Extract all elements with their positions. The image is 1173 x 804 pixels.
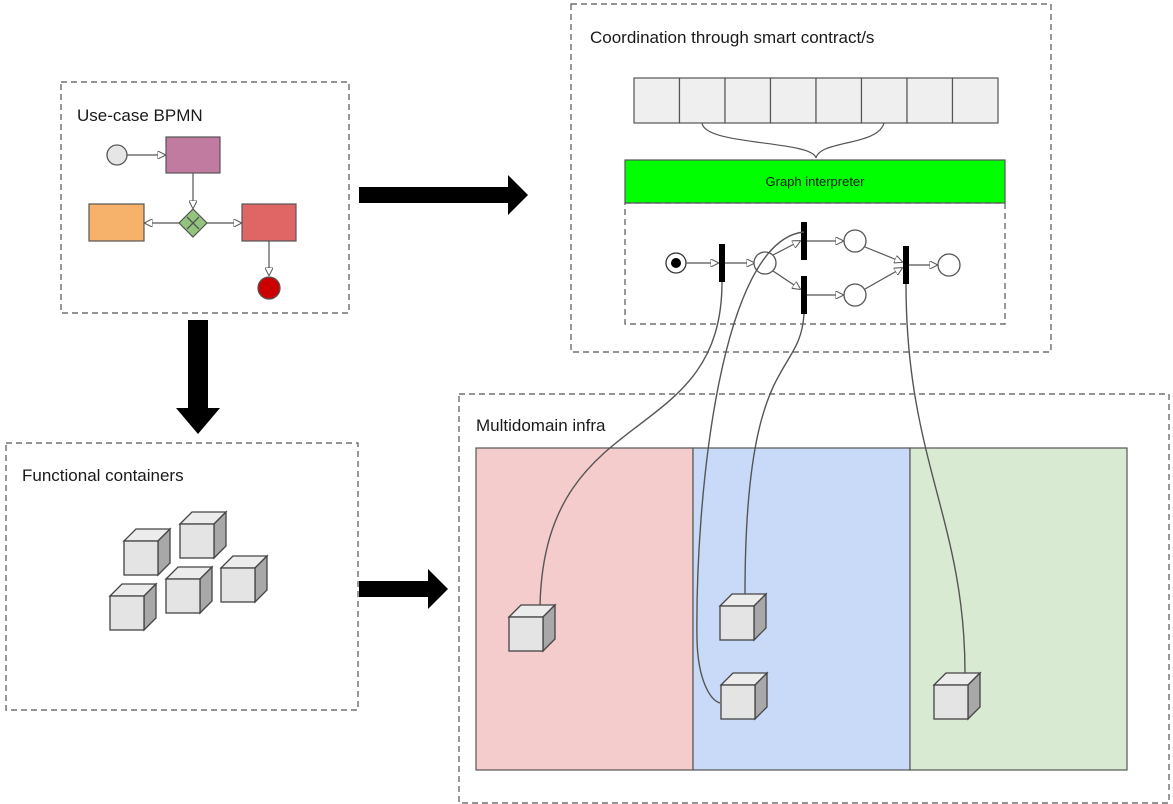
functional-title: Functional containers [22,466,184,485]
mapping-curve [539,281,723,606]
end-event [257,276,281,300]
transition-bar [719,244,725,282]
arrow-right-icon [359,175,528,215]
arc [772,270,800,289]
place [753,251,777,275]
transition-bar [903,246,909,284]
arc [864,246,902,262]
start-event [106,144,128,166]
storage-cell [633,77,681,124]
multidomain-panel-border [458,393,1170,804]
mapping-curve [744,313,805,595]
storage-cell [724,77,772,124]
task-orange [88,203,145,242]
place [937,253,961,277]
coordination-panel: Coordination through smart contract/s Gr… [570,3,1052,353]
task-red [241,203,297,242]
task-purple [165,136,221,174]
storage-cell [860,77,908,124]
mapping-curve [905,283,966,674]
cube-icon [508,604,556,652]
arc [864,268,902,290]
bpmn-panel: Use-case BPMN [60,81,350,314]
cube-icon [220,555,268,603]
arc [772,241,800,256]
cube-icon [719,593,767,641]
graph-interpreter-bar [624,159,1006,204]
petri-net [665,222,961,314]
place [843,229,867,253]
arrow-down-icon [176,320,220,434]
bpmn-panel-border [60,81,350,314]
petri-net-box [624,202,1006,325]
storage-cell [951,77,999,124]
cube-icon [933,672,981,720]
storage-cells [633,77,999,124]
transition-bar [801,276,807,314]
gateway-cross-icon [186,216,200,230]
arrow-right-icon [359,569,448,609]
coordination-title: Coordination through smart contract/s [590,28,874,47]
functional-panel-border [5,442,359,711]
domain-red [475,447,694,771]
cube-icon [720,672,768,720]
transition-bar [801,222,807,260]
multidomain-title: Multidomain infra [476,416,606,435]
cell-brace [701,122,885,159]
place [843,283,867,307]
cube-icon [109,583,157,631]
storage-cell [815,77,863,124]
mapping-links [539,231,966,704]
domain-green [909,447,1128,771]
cube-icon [179,511,227,559]
functional-panel: Functional containers [5,442,359,711]
mapping-curve [696,231,805,704]
coordination-panel-border [570,3,1052,353]
cube-icon [165,566,213,614]
multidomain-panel: Multidomain infra [458,393,1170,804]
graph-interpreter-label: Graph interpreter [766,174,866,189]
storage-cell [769,77,817,124]
bpmn-title: Use-case BPMN [77,106,203,125]
storage-cell [906,77,954,124]
storage-cell [678,77,726,124]
token-dot [671,258,681,268]
cube-icon [123,528,171,576]
